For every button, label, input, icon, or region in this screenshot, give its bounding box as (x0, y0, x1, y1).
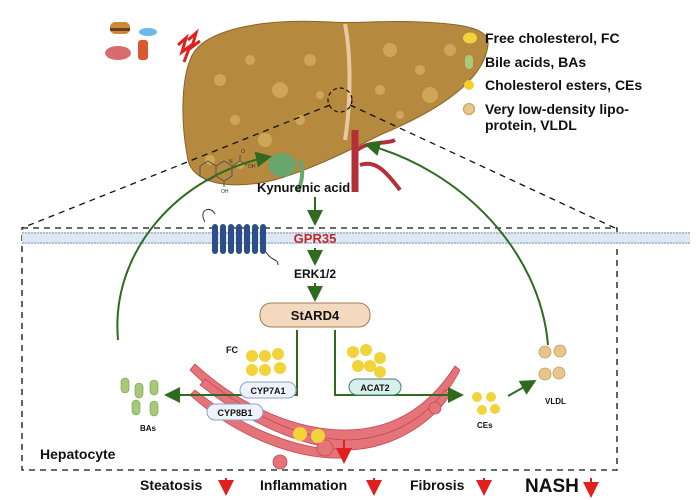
cyp8b1-label: CYP8B1 (217, 408, 252, 418)
lipid-droplet (293, 427, 307, 441)
legend-vldl-1: Very low-density lipo- (485, 101, 629, 117)
ligand-label: Kynurenic acid (257, 180, 350, 195)
outcome-fibrosis: Fibrosis (410, 477, 465, 493)
outcome-steatosis: Steatosis (140, 477, 202, 493)
legend-vldl-2: protein, VLDL (485, 117, 577, 133)
legend-fc: Free cholesterol, FC (485, 30, 620, 46)
vldl-icon (463, 103, 475, 115)
vldl-label: VLDL (545, 397, 566, 406)
kinase-label: ERK1/2 (294, 267, 336, 281)
cyp7a1-label: CYP7A1 (250, 386, 285, 396)
liver-illustration (182, 20, 489, 193)
outcome-inflammation: Inflammation (260, 477, 347, 493)
lipid-droplet (311, 429, 325, 443)
fc-label: FC (226, 345, 238, 355)
lightning-icon (177, 28, 201, 63)
cyp7a1-pill (239, 381, 297, 399)
free-cholesterol-cluster (246, 348, 286, 376)
atom-o: O (241, 149, 245, 155)
gpcr-receptor-icon (202, 208, 279, 266)
arrow-to-vldl (507, 380, 537, 397)
free-cholesterol-icon (463, 32, 477, 44)
bas-label: BAs (140, 424, 157, 433)
stard4-label: StARD4 (291, 308, 340, 323)
zoom-circle (327, 87, 353, 113)
food-icons (105, 22, 157, 60)
acat2-label: ACAT2 (360, 383, 389, 393)
cholesterol-ester-icon (464, 80, 474, 90)
ces-label: CEs (477, 421, 493, 430)
acat2-pill (348, 378, 402, 396)
arrow-to-bile-acids (164, 330, 298, 403)
arrow-to-ces (334, 330, 464, 403)
cyp8b1-pill (206, 403, 264, 421)
cholesterol-ester-cluster (347, 344, 386, 378)
ces-cluster (472, 392, 500, 415)
zoom-callout (21, 104, 618, 471)
bile-acids-cluster (120, 377, 159, 417)
vldl-cluster (538, 344, 567, 381)
kynurenic-acid-structure (199, 155, 248, 187)
outcome-nash: NASH (525, 476, 579, 497)
cell-membrane (22, 232, 690, 244)
legend-bas: Bile acids, BAs (485, 54, 586, 70)
legend-ces: Cholesterol esters, CEs (485, 77, 642, 93)
atom-n: N (229, 159, 233, 165)
atom-oh: OH (248, 164, 256, 170)
hepatocyte-label: Hepatocyte (40, 446, 116, 462)
atom-oh-2: OH (221, 189, 229, 195)
legend: Free cholesterol, FC Bile acids, BAs Cho… (463, 30, 642, 133)
receptor-label: GPR35 (294, 231, 337, 246)
gallbladder (268, 153, 296, 177)
vldl-secretion-arrow (364, 140, 549, 346)
hepatocyte-box (21, 227, 618, 471)
bile-acid-return-arrow (116, 151, 272, 341)
bile-acid-icon (465, 55, 473, 69)
stard4-box (259, 302, 371, 328)
